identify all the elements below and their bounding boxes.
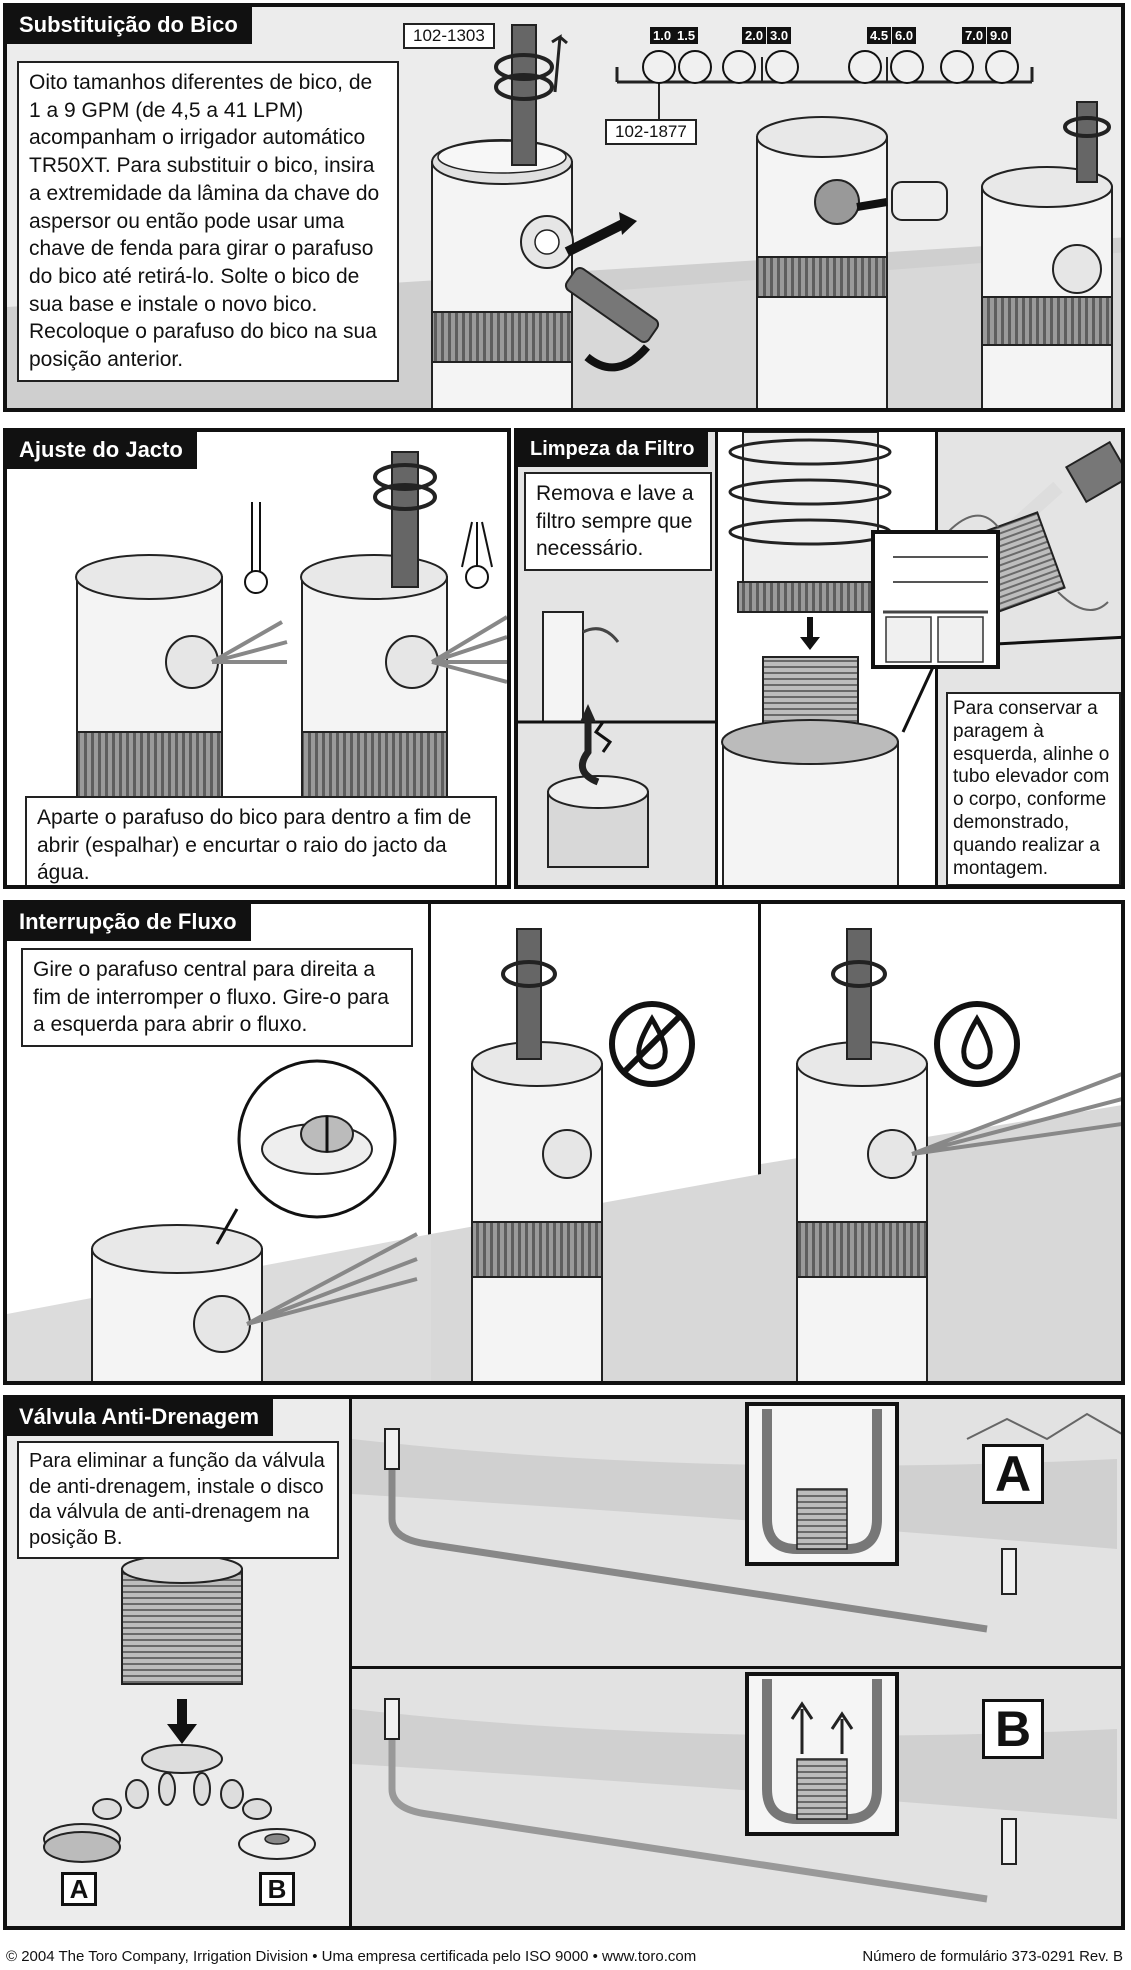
flow-shutoff-section: Interrupção de Fluxo Gire o parafuso cen… (3, 900, 1125, 1385)
sprinkler-closeup-icon (91, 1059, 418, 1381)
water-on-icon (934, 1001, 1020, 1087)
sprinkler-2-icon (756, 116, 948, 408)
anti-drain-illustration (43, 1402, 1121, 1903)
footer-form-number: Número de formulário 373-0291 Rev. B (862, 1948, 1123, 1965)
sprinkler-1-icon (431, 139, 574, 408)
nozzle-size-8: 9.0 (987, 27, 1012, 44)
disc-label-b: B (259, 1872, 295, 1906)
jet-adjust-title: Ajuste do Jacto (7, 432, 197, 470)
jet-adjust-section: Ajuste do Jacto Aparte o parafuso do bic… (3, 428, 511, 889)
nozzle-size-5: 4.5 (867, 27, 892, 44)
sprinkler-tool-icon (494, 24, 568, 166)
valve-assembly-icon (121, 1554, 243, 1774)
scene-label-a: A (982, 1444, 1044, 1504)
sprinkler-flow-on-icon (796, 928, 1121, 1381)
drain-scene-b-icon (352, 1672, 1117, 1903)
disc-position-a-icon (43, 1823, 121, 1863)
anti-drain-section: Válvula Anti-Drenagem Para eliminar a fu… (3, 1395, 1125, 1930)
nozzle-size-1: 1.0 (650, 27, 675, 44)
nozzle-size-4: 3.0 (767, 27, 792, 44)
nozzle-change-title: Substituição do Bico (7, 7, 252, 45)
nozzle-wrench-icon (564, 212, 660, 372)
anti-drain-text: Para eliminar a função da válvula de ant… (17, 1441, 339, 1560)
stream-pattern-icons (244, 502, 493, 594)
nozzle-size-6: 6.0 (892, 27, 917, 44)
flow-shutoff-title: Interrupção de Fluxo (7, 904, 251, 942)
anti-drain-title: Válvula Anti-Drenagem (7, 1399, 274, 1437)
nozzle-change-section: Substituição do Bico Oito tamanhos difer… (3, 3, 1125, 412)
flow-shutoff-illustration (7, 928, 1121, 1381)
flow-shutoff-text: Gire o parafuso central para direita a f… (21, 948, 413, 1048)
nozzle-size-2: 1.5 (674, 27, 699, 44)
scene-label-b: B (982, 1699, 1044, 1759)
filter-screen-icon (721, 432, 899, 885)
riser-rinse-icon (518, 611, 718, 868)
valve-disc-series-icon (92, 1772, 272, 1820)
drain-scene-a-icon (352, 1402, 1121, 1633)
nozzle-set-icons (642, 50, 1019, 84)
filter-clean-title: Limpeza da Filtro (518, 432, 709, 467)
nozzle-size-3: 2.0 (742, 27, 767, 44)
nozzle-part-number: 102-1877 (605, 119, 697, 145)
filter-clean-section: Limpeza da Filtro Remova e lave a filtro… (514, 428, 1125, 889)
sprinkler-flow-off-icon (471, 928, 603, 1381)
filter-clean-text: Remova e lave a filtro sempre que necess… (524, 472, 712, 572)
tool-part-number: 102-1303 (403, 23, 495, 49)
sprinkler-3-icon (981, 101, 1113, 408)
no-water-icon (609, 1001, 695, 1087)
disc-label-a: A (61, 1872, 97, 1906)
nozzle-change-text: Oito tamanhos diferentes de bico, de 1 a… (17, 61, 399, 382)
nozzle-size-7: 7.0 (962, 27, 987, 44)
filter-clean-illustration (518, 432, 1121, 885)
alignment-detail-icon (871, 530, 1000, 733)
footer-copyright: © 2004 The Toro Company, Irrigation Divi… (6, 1948, 697, 1965)
disc-position-b-icon (238, 1828, 316, 1860)
jet-adjust-text: Aparte o parafuso do bico para dentro a … (25, 796, 497, 885)
filter-alignment-note: Para conservar a paragem à esquerda, ali… (946, 692, 1121, 885)
